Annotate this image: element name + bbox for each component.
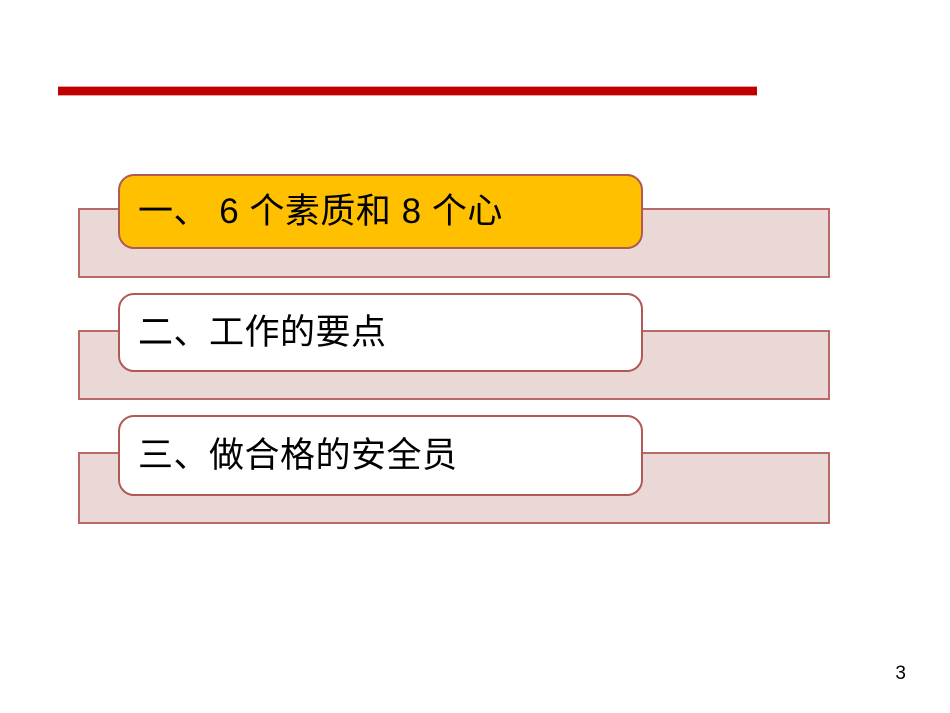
agenda-item-3[interactable]: 三、做合格的安全员	[0, 0, 950, 524]
agenda-item-2-label: 二、工作的要点	[138, 313, 387, 352]
agenda-item-3-label: 三、做合格的安全员	[138, 436, 458, 475]
agenda-item-2-pill[interactable]: 二、工作的要点	[118, 293, 643, 372]
agenda-item-1[interactable]: 一、 6 个素质和 8 个心	[0, 0, 950, 278]
agenda-item-1-label: 一、 6 个素质和 8 个心	[138, 192, 503, 231]
page-number: 3	[895, 663, 906, 684]
agenda-item-2[interactable]: 二、工作的要点	[0, 0, 950, 400]
agenda-item-3-pill[interactable]: 三、做合格的安全员	[118, 415, 643, 496]
title-divider-rule	[58, 86, 757, 96]
agenda-item-1-pill[interactable]: 一、 6 个素质和 8 个心	[118, 174, 643, 249]
